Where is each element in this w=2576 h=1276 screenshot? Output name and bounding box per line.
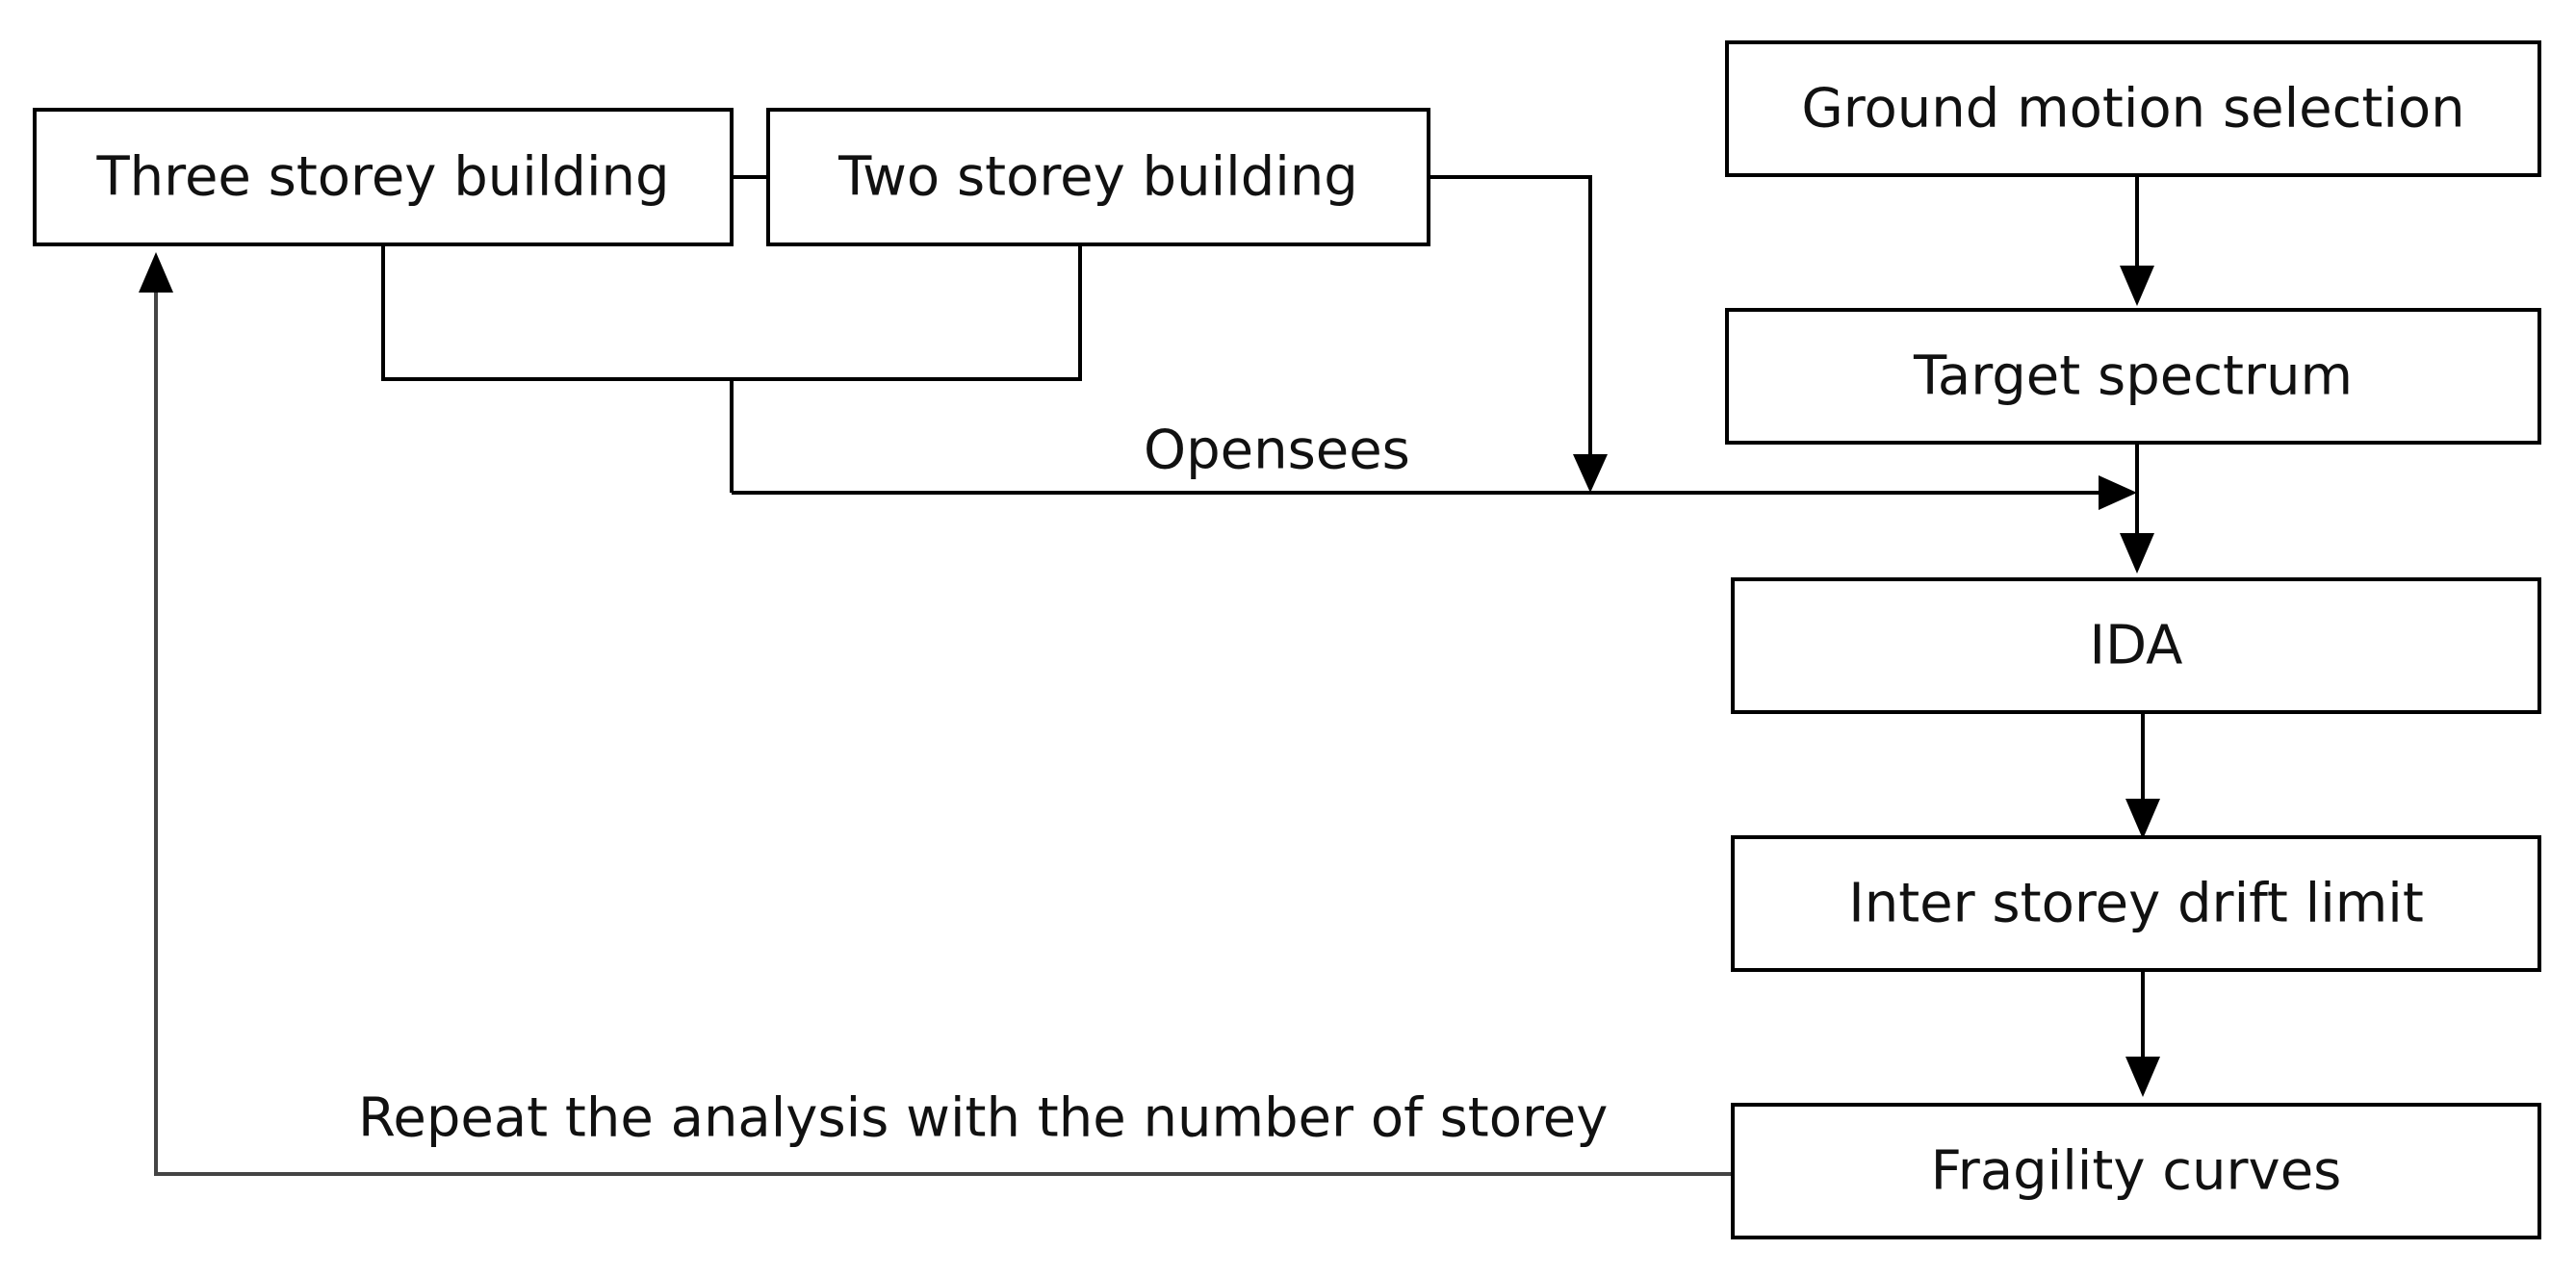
node-ground-motion-selection: Ground motion selection: [1725, 40, 2541, 177]
repeat-loop-line: [154, 289, 1735, 1176]
node-target-spectrum: Target spectrum: [1725, 308, 2541, 445]
node-fragility-curves: Fragility curves: [1731, 1103, 2541, 1239]
node-three-storey-label: Three storey building: [95, 146, 669, 209]
node-ida: IDA: [1731, 577, 2541, 714]
opensees-arrowhead: [2099, 475, 2137, 510]
node-inter-storey-drift-limit: Inter storey drift limit: [1731, 835, 2541, 972]
node-three-storey-building: Three storey building: [33, 108, 734, 246]
drift-to-fragility-arrowhead: [2125, 1057, 2160, 1097]
node-drift-limit-label: Inter storey drift limit: [1848, 873, 2424, 935]
gm-to-ts-arrowhead: [2120, 266, 2154, 306]
node-fragility-label: Fragility curves: [1931, 1140, 2342, 1203]
node-two-storey-label: Two storey building: [837, 146, 1358, 209]
two-storey-connector: [1430, 175, 1592, 458]
repeat-label: Repeat the analysis with the number of s…: [358, 1087, 1608, 1150]
node-target-spectrum-label: Target spectrum: [1913, 345, 2353, 408]
node-ground-motion-label: Ground motion selection: [1801, 78, 2464, 140]
two-storey-arrowhead: [1573, 454, 1608, 493]
repeat-loop-arrowhead: [139, 252, 173, 293]
node-two-storey-building: Two storey building: [766, 108, 1430, 246]
buildings-bracket: [381, 246, 1082, 381]
ida-to-drift-arrowhead: [2125, 799, 2160, 839]
ts-to-ida-arrowhead: [2120, 533, 2154, 574]
opensees-label: Opensees: [1144, 420, 1410, 482]
node-ida-label: IDA: [2090, 615, 2183, 677]
